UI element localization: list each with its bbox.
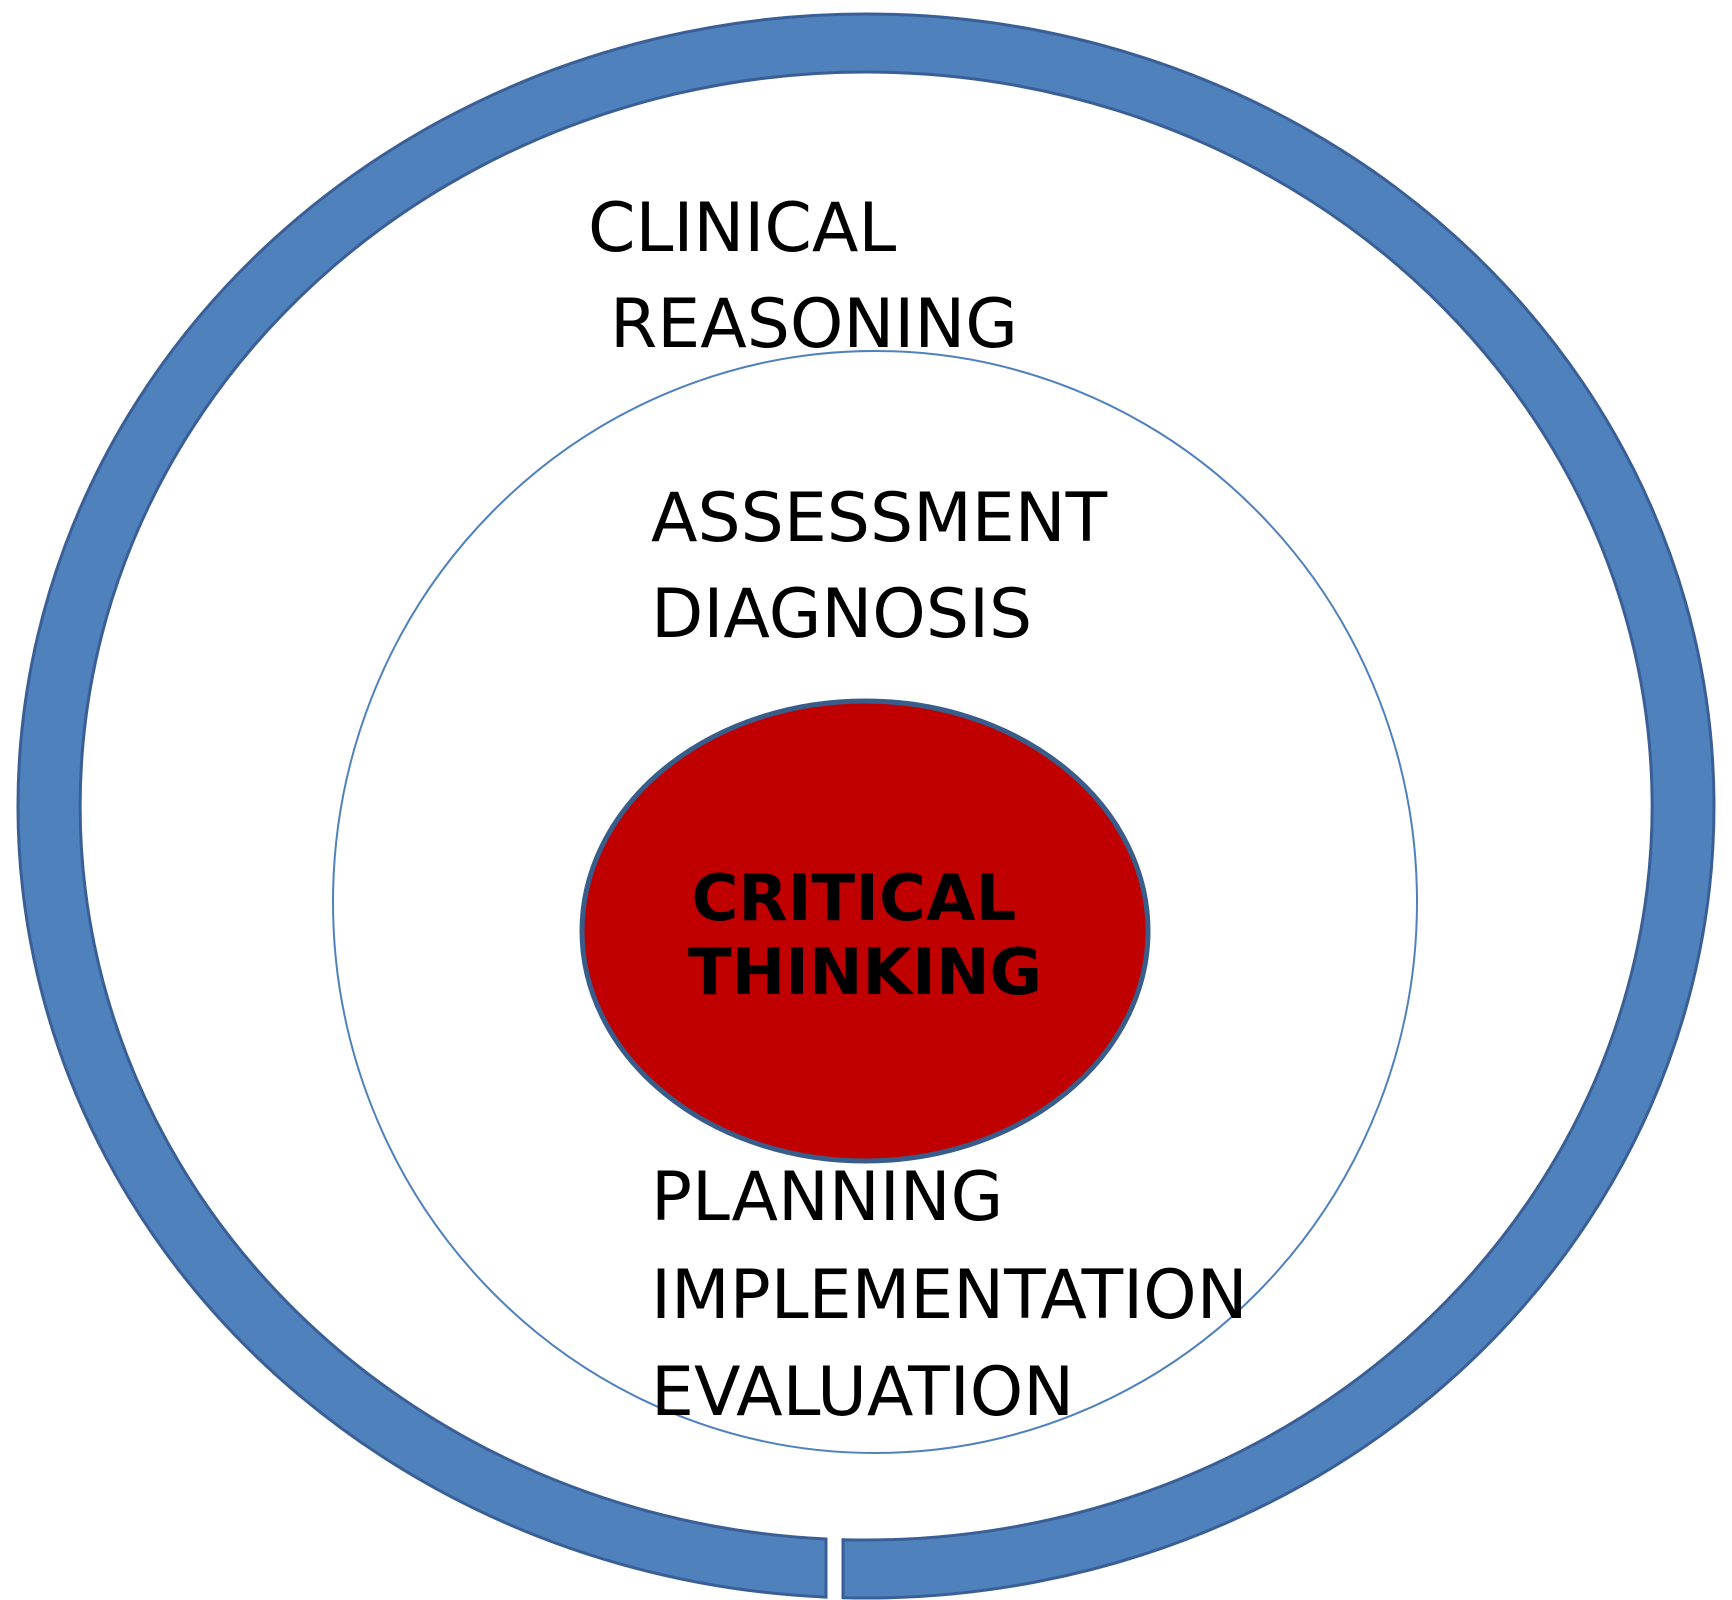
critical-thinking-label: CRITICAL THINKING <box>688 862 1042 1010</box>
critical-line: CRITICAL <box>691 862 1016 936</box>
clinical-line: CLINICAL <box>588 189 896 268</box>
thinking-line: THINKING <box>688 936 1042 1010</box>
middle-circle <box>332 350 1418 1454</box>
clinical-reasoning-label: CLINICAL REASONING <box>588 189 1018 364</box>
outer-ring <box>16 12 1716 1600</box>
assessment-line: ASSESSMENT <box>651 479 1108 558</box>
planning-line: PLANNING <box>651 1158 1003 1237</box>
reasoning-line: REASONING <box>610 285 1018 364</box>
planning-implementation-evaluation-label: PLANNING IMPLEMENTATION EVALUATION <box>651 1158 1269 1432</box>
implementation-line: IMPLEMENTATION <box>651 1256 1248 1335</box>
assessment-diagnosis-label: ASSESSMENT DIAGNOSIS <box>651 479 1129 654</box>
critical-thinking-core <box>579 698 1151 1164</box>
evaluation-line: EVALUATION <box>651 1353 1074 1432</box>
diagnosis-line: DIAGNOSIS <box>651 575 1032 654</box>
